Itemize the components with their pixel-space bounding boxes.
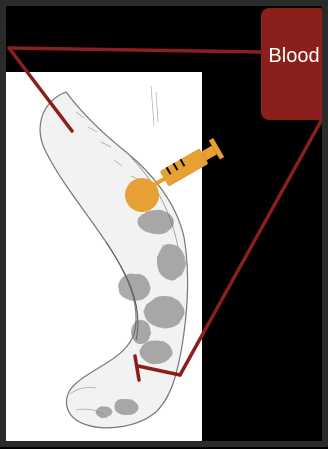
blood-label: Blood	[261, 8, 327, 120]
top-pointer-line	[9, 48, 261, 52]
syringe-icon	[125, 138, 224, 212]
blood-label-text: Blood	[268, 46, 319, 120]
lower-pointer-end-cap	[135, 356, 139, 380]
lower-pointer-stem	[138, 366, 180, 375]
upper-leg-pointer-line	[9, 48, 72, 131]
